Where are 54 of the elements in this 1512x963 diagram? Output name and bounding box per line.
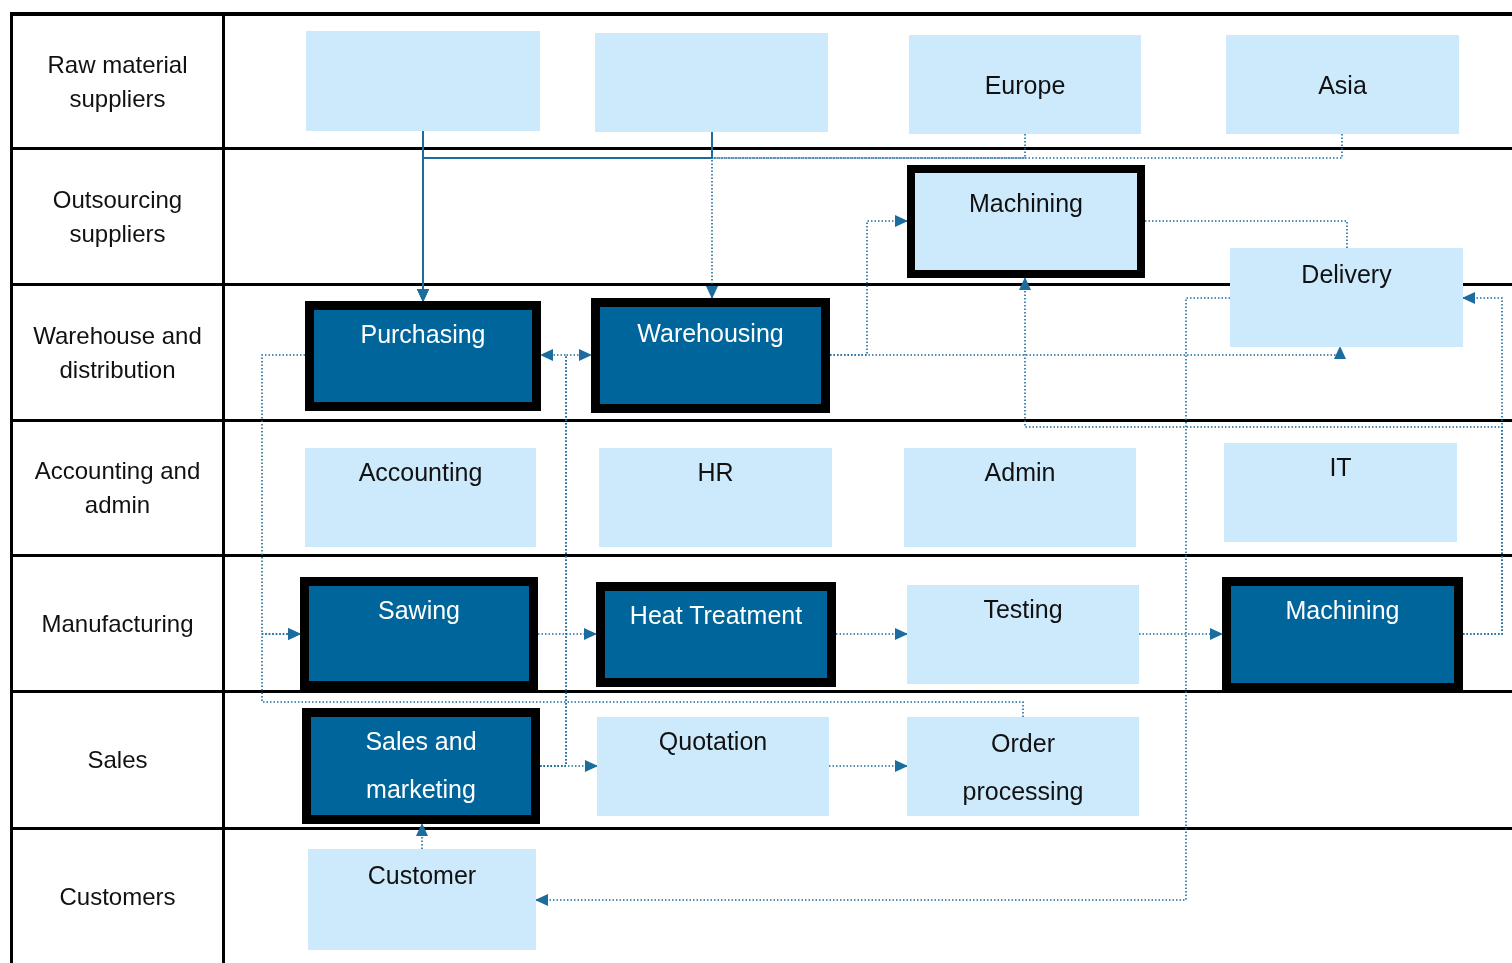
process-box	[907, 165, 1145, 278]
node-label: Sawing	[378, 595, 460, 626]
process-box	[599, 448, 832, 547]
lane-label: Warehouse and distribution	[32, 320, 203, 385]
process-box	[909, 35, 1141, 134]
lane-label: Customers	[58, 881, 177, 912]
connector-arrow	[417, 133, 1343, 302]
process-box	[1224, 443, 1457, 542]
process-box	[591, 298, 830, 413]
process-box	[597, 717, 829, 816]
node-label: Machining	[969, 188, 1083, 219]
node-label: Order processing	[961, 728, 1085, 807]
process-box	[308, 849, 536, 950]
process-box	[300, 577, 538, 690]
node-label: Customer	[367, 860, 477, 891]
node-label: Europe	[984, 70, 1066, 101]
process-box	[302, 708, 540, 824]
node-label: Heat Treatment	[629, 600, 803, 631]
node-label: Accounting	[358, 457, 483, 488]
process-box	[907, 585, 1139, 684]
empty-box	[306, 31, 540, 131]
process-box	[1226, 35, 1459, 134]
empty-box	[595, 33, 828, 132]
node-label: HR	[697, 457, 734, 488]
process-box	[305, 301, 541, 411]
node-label: Asia	[1318, 70, 1367, 101]
process-box	[907, 717, 1139, 816]
node-label: Testing	[983, 594, 1063, 625]
lane-label: Sales	[86, 745, 149, 775]
node-label: Quotation	[658, 726, 768, 757]
node-label: Warehousing	[637, 318, 784, 349]
node-label: IT	[1329, 452, 1352, 483]
node-label: Admin	[984, 457, 1056, 488]
lane-label: Manufacturing	[40, 608, 195, 639]
node-label: Delivery	[1301, 259, 1392, 290]
node-label: Sales and marketing	[364, 726, 478, 805]
connector-arrow	[261, 628, 1024, 718]
connector-arrow	[537, 628, 597, 640]
connector-arrow	[416, 823, 428, 850]
node-label: Purchasing	[360, 319, 486, 350]
connector-arrow	[829, 346, 1346, 359]
connector-arrow	[835, 628, 908, 640]
process-box	[1230, 248, 1463, 347]
connector-arrow	[539, 760, 598, 772]
process-box	[904, 448, 1136, 547]
node-label: Machining	[1285, 595, 1400, 626]
lane-label: Raw material suppliers	[46, 49, 189, 114]
process-box	[305, 448, 536, 547]
lane-label: Accounting and admin	[33, 456, 202, 520]
lane-label: Outsourcing suppliers	[51, 184, 184, 249]
process-box	[596, 582, 836, 687]
connector-arrow	[535, 297, 1231, 906]
connector-arrow	[1019, 277, 1503, 635]
process-box	[1222, 577, 1463, 692]
